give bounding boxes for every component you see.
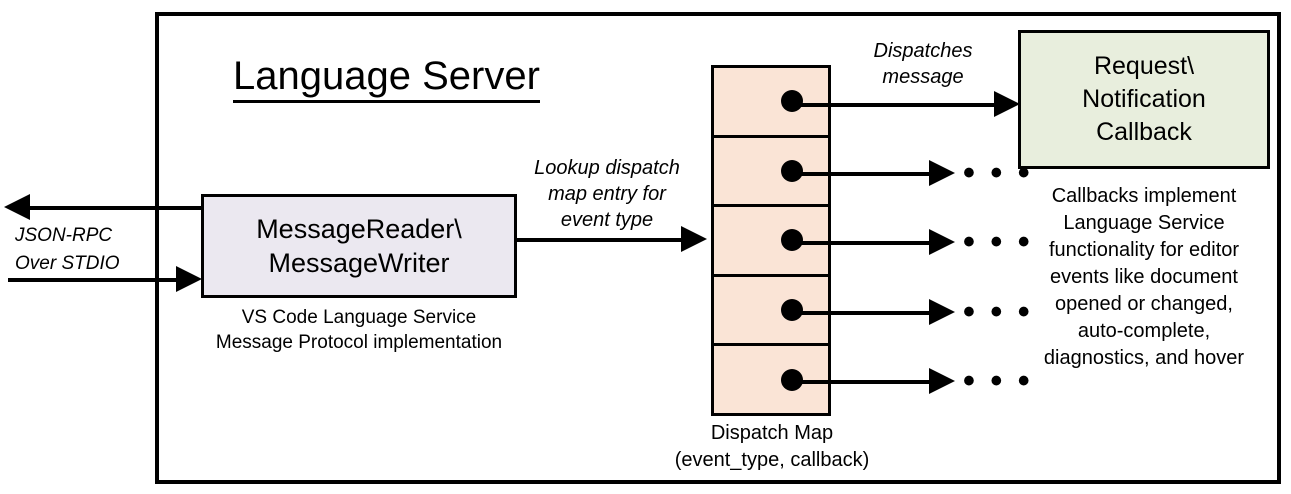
lookup-arrow-head <box>681 226 707 252</box>
message-reader-line1: MessageReader\ <box>256 214 462 244</box>
dispatch-map-caption-line1: Dispatch Map <box>710 422 834 444</box>
dispatch-arrow-4-head <box>929 299 955 325</box>
callback-line2: Notification <box>1082 85 1206 113</box>
message-reader-caption-line1: VS Code Language Service <box>241 307 477 328</box>
page-title: Language Server <box>233 52 653 103</box>
dispatch-arrow-2-head <box>929 160 955 186</box>
request-notification-callback-node[interactable]: Request\ Notification Callback <box>1018 30 1270 169</box>
message-reader-writer-node[interactable]: MessageReader\ MessageWriter <box>201 194 517 298</box>
page-title-text: Language Server <box>233 54 540 103</box>
dispatch-arrow-3-line <box>785 241 933 245</box>
dispatch-arrow-5-head <box>929 368 955 394</box>
message-reader-caption-line2: Message Protocol implementation <box>215 332 503 353</box>
dispatch-entry-dot-4 <box>781 299 803 322</box>
message-reader-line2: MessageWriter <box>268 248 450 278</box>
dispatch-map-table[interactable] <box>711 65 831 416</box>
dispatch-entry-dot-3 <box>781 229 803 252</box>
jsonrpc-out-arrowhead <box>4 194 30 220</box>
jsonrpc-in-arrowhead <box>176 266 202 292</box>
edge-label-dispatches: Dispatches message <box>873 40 973 88</box>
dispatch-entry-dot-2 <box>781 159 803 182</box>
dispatch-entry-dot-5 <box>781 368 803 391</box>
table-row[interactable] <box>714 277 828 347</box>
dispatch-ellipsis-5: • • • <box>963 362 1033 400</box>
dispatch-arrow-4-line <box>785 311 933 315</box>
dispatch-arrow-2-line <box>785 172 933 176</box>
jsonrpc-in-line <box>8 278 176 282</box>
edge-label-lookup: Lookup dispatch map entry for event type <box>534 157 680 231</box>
dispatch-arrow-5-line <box>785 380 933 384</box>
callback-caption: Callbacks implement Language Service fun… <box>1043 185 1245 369</box>
table-row[interactable] <box>714 207 828 277</box>
dispatch-arrow-1-line <box>785 103 998 107</box>
edge-label-jsonrpc: JSON-RPC Over STDIO <box>15 225 120 274</box>
table-row[interactable] <box>714 346 828 413</box>
dispatch-map-caption-line2: (event_type, callback) <box>674 449 870 471</box>
dispatch-arrow-3-head <box>929 229 955 255</box>
table-row[interactable] <box>714 138 828 208</box>
callback-line1: Request\ <box>1093 52 1195 80</box>
dispatch-arrow-1-head <box>994 91 1020 117</box>
dispatch-entry-dot-1 <box>781 90 803 113</box>
dispatch-map-caption: Dispatch Map (event_type, callback) <box>636 420 908 474</box>
lookup-arrow-line <box>516 238 681 242</box>
language-server-boundary <box>155 12 1281 484</box>
callback-line3: Callback <box>1096 118 1192 146</box>
message-reader-caption: VS Code Language Service Message Protoco… <box>181 305 537 355</box>
